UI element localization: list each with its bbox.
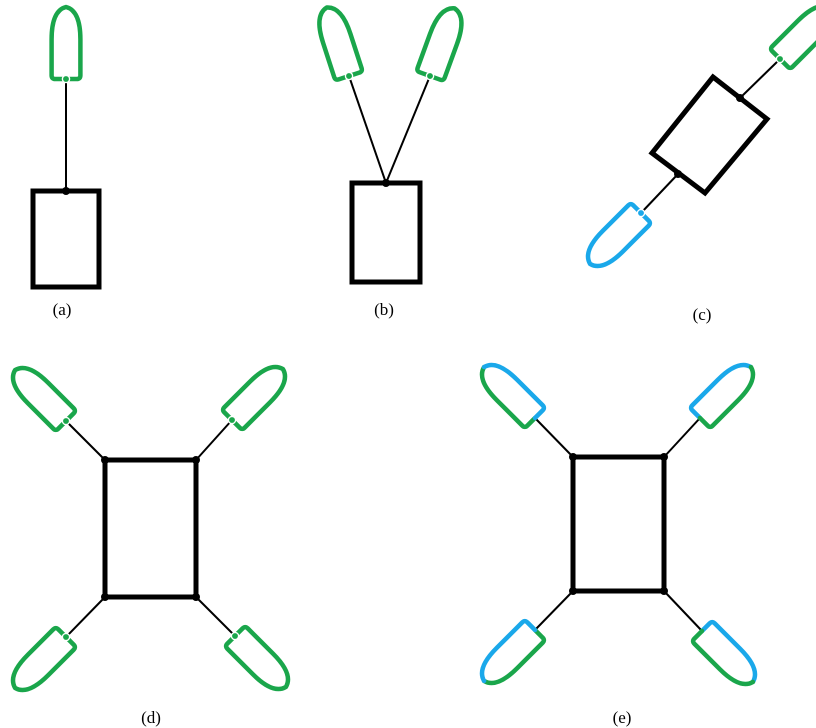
hitch-point <box>569 453 577 461</box>
barge <box>349 180 423 285</box>
panel-caption: (e) <box>613 708 632 727</box>
tug-split-bottom-right <box>692 621 763 692</box>
tow-cable <box>195 419 233 461</box>
tow-cable <box>534 590 574 631</box>
panel-caption: (d) <box>141 708 161 727</box>
hitch-point <box>62 187 70 195</box>
barge <box>102 457 199 600</box>
tug-green-top-left <box>5 360 79 434</box>
tug-green-bottom-left <box>5 624 79 698</box>
tug-green-left <box>313 3 364 84</box>
tug-green-right <box>415 3 468 84</box>
barge <box>648 73 771 197</box>
hitch-point <box>192 456 200 464</box>
panel-b: (b) <box>313 3 468 319</box>
tug-split-top-left <box>474 357 545 428</box>
tug-green-bottom-right <box>222 623 296 697</box>
tug-attach-point <box>636 208 646 218</box>
tug-attach-point <box>61 416 71 426</box>
panel-caption: (c) <box>693 305 712 324</box>
hitch-point <box>674 170 682 178</box>
tug-green <box>767 0 816 72</box>
tug-blue <box>580 200 654 274</box>
tug-green <box>52 7 81 84</box>
hitch-point <box>192 593 200 601</box>
tow-cable <box>65 420 106 461</box>
hitch-point <box>660 587 668 595</box>
tow-cable <box>534 417 574 458</box>
tug-attach-point <box>61 632 71 642</box>
tow-cable <box>385 75 431 184</box>
tug-attach-point <box>61 74 71 84</box>
tug-attach-point <box>425 71 435 81</box>
tow-cable <box>663 590 703 632</box>
hitch-point <box>101 456 109 464</box>
panel-caption: (a) <box>53 300 72 319</box>
panel-c: (c) <box>580 0 816 324</box>
tow-cable <box>640 173 679 214</box>
tow-cable <box>663 417 701 458</box>
tow-cable <box>739 58 781 99</box>
tow-cable <box>348 75 387 184</box>
barge <box>570 454 667 594</box>
panel-a: (a) <box>30 7 102 319</box>
panel-e: (e) <box>474 357 763 727</box>
hitch-point <box>101 593 109 601</box>
tug-attach-point <box>227 415 237 425</box>
tug-split-bottom-left <box>474 620 545 691</box>
tug-attach-point <box>344 71 354 81</box>
barge <box>30 188 102 290</box>
tow-cable <box>195 596 236 637</box>
hitch-point <box>569 587 577 595</box>
panel-d: (d) <box>5 359 296 727</box>
tug-split-top-right <box>690 357 761 428</box>
tug-green-top-right <box>219 359 293 433</box>
tow-cable <box>65 596 106 638</box>
tug-attach-point <box>230 631 240 641</box>
hitch-point <box>736 94 744 102</box>
hitch-point <box>382 179 390 187</box>
tug-attach-point <box>775 54 785 64</box>
hitch-point <box>660 453 668 461</box>
panel-caption: (b) <box>374 300 394 319</box>
